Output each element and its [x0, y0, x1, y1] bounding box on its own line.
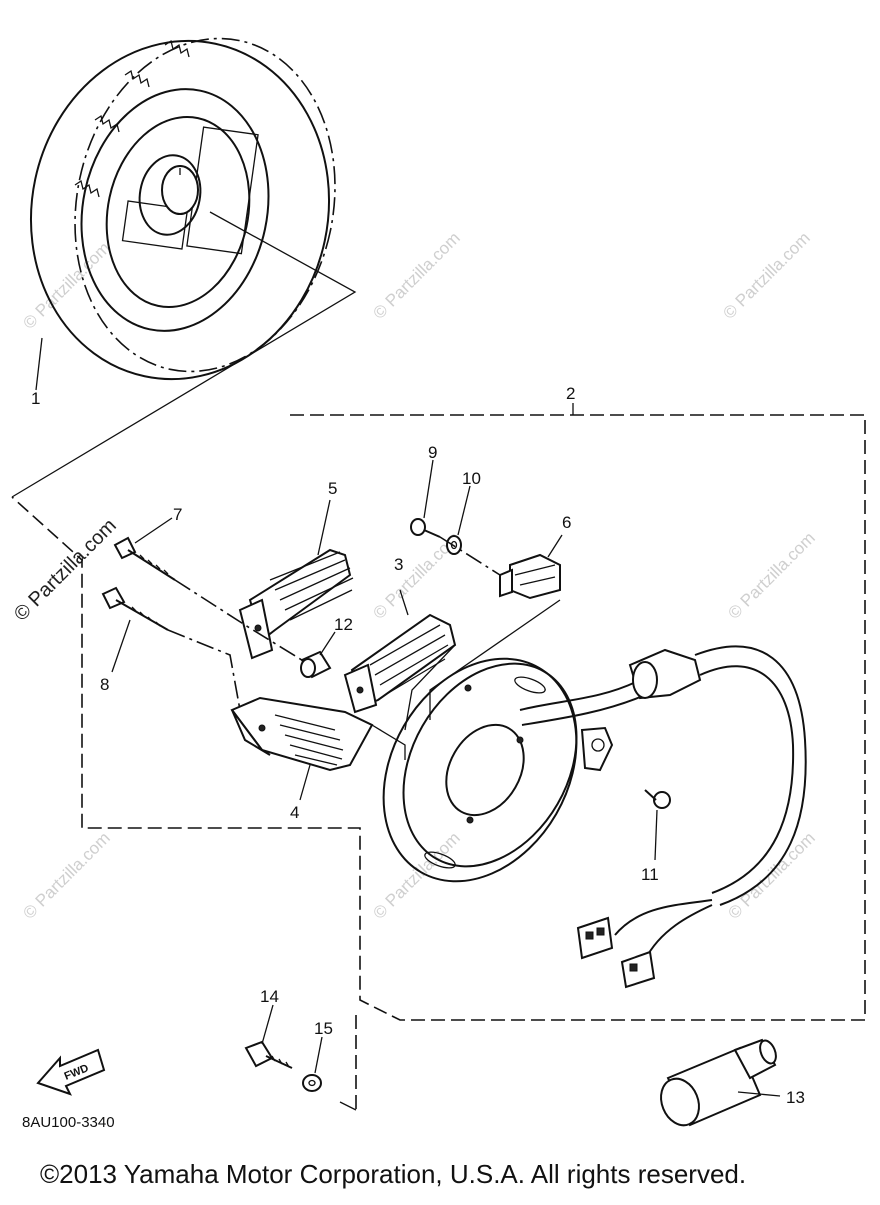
coil-part-3 [343, 589, 457, 714]
part-number-6: 6 [562, 513, 571, 532]
stator-base-plate [382, 657, 614, 883]
watermarks: © Partzilla.com © Partzilla.com © Partzi… [10, 228, 819, 922]
part-number-5: 5 [328, 479, 337, 498]
watermark-main: © Partzilla.com [10, 515, 121, 626]
bolt-part-8 [101, 586, 169, 673]
part-number-7: 7 [173, 505, 182, 524]
forward-arrow-icon: FWD [36, 1048, 106, 1096]
rotor-flywheel [11, 37, 357, 498]
part-number-9: 9 [428, 443, 437, 462]
wire-harness [519, 645, 807, 989]
bolt-part-14 [244, 1004, 293, 1069]
part-number-10: 10 [462, 469, 481, 488]
stator-assembly-outline [11, 414, 866, 1021]
part-number-8: 8 [100, 675, 109, 694]
part-number-4: 4 [290, 803, 299, 822]
part-number-1: 1 [31, 389, 40, 408]
part-number-15: 15 [314, 1019, 333, 1038]
part-number-13: 13 [786, 1088, 805, 1107]
spacer-part-12 [300, 631, 336, 679]
tool-part-13 [660, 1038, 781, 1127]
screw-part-11 [644, 789, 671, 861]
washer-part-15 [302, 1036, 323, 1092]
pickup-coil-part-6 [499, 534, 563, 600]
screw-part-9 [410, 459, 441, 538]
part-number-3: 3 [394, 555, 403, 574]
watermark-2: © Partzilla.com [369, 228, 463, 322]
watermark-3: © Partzilla.com [719, 228, 813, 322]
part-number-12: 12 [334, 615, 353, 634]
diagram-code: 8AU100-3340 [22, 1114, 115, 1131]
part-number-2: 2 [566, 384, 575, 403]
coil-part-5 [238, 499, 354, 660]
part-number-labels: 1 2 3 4 5 6 7 8 9 10 11 12 13 14 15 [31, 384, 805, 1107]
copyright-notice: ©2013 Yamaha Motor Corporation, U.S.A. A… [40, 1159, 746, 1189]
assembly-paths [167, 536, 561, 760]
watermark-7: © Partzilla.com [369, 828, 463, 922]
watermark-6: © Partzilla.com [19, 828, 113, 922]
coil-part-4 [230, 696, 374, 801]
watermark-5: © Partzilla.com [724, 528, 818, 622]
part-number-11: 11 [641, 865, 659, 884]
watermark-8: © Partzilla.com [724, 828, 818, 922]
part-number-14: 14 [260, 987, 279, 1006]
bolt-part-7 [113, 517, 176, 581]
